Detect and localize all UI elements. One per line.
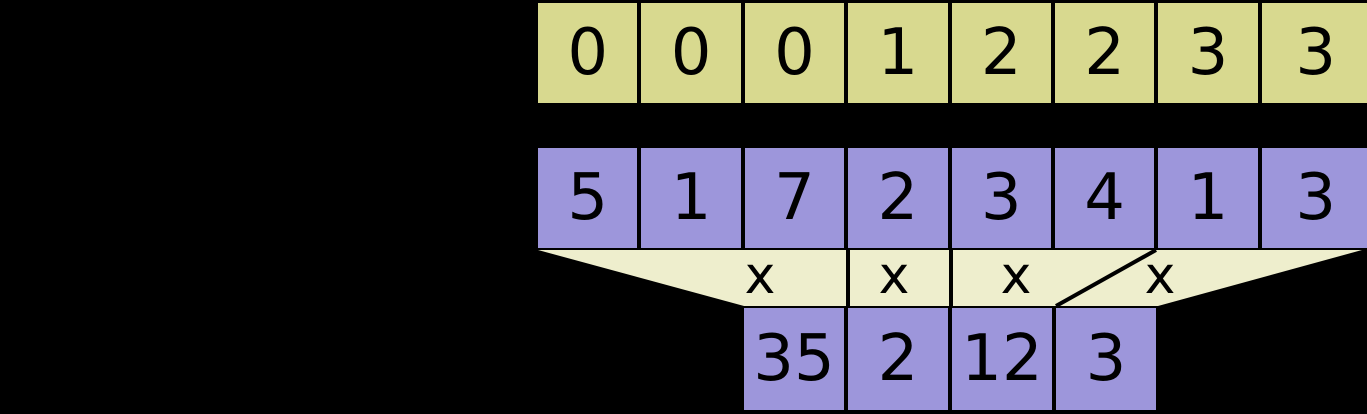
key-cell: 0 — [639, 1, 743, 105]
key-cell: 0 — [536, 1, 640, 105]
value-cell: 3 — [949, 146, 1053, 250]
value-cell: 2 — [846, 146, 950, 250]
result-cell: 2 — [846, 306, 950, 412]
multiply-operator: x — [745, 246, 776, 306]
value-cell: 5 — [536, 146, 640, 250]
key-cell: 2 — [1052, 1, 1157, 105]
value-cell: 4 — [1052, 146, 1157, 250]
value-cell: 1 — [639, 146, 743, 250]
multiply-operator: x — [1001, 246, 1032, 306]
results-row: 35 2 12 3 — [742, 306, 1158, 412]
funnel-shape — [538, 250, 1362, 306]
key-cell: 0 — [742, 1, 847, 105]
keys-row: 0 0 0 1 2 2 3 3 — [536, 1, 1367, 105]
multiply-operator: x — [879, 246, 910, 306]
key-cell: 3 — [1156, 1, 1260, 105]
key-cell: 1 — [846, 1, 950, 105]
result-cell: 35 — [742, 306, 846, 412]
values-row: 5 1 7 2 3 4 1 3 — [536, 146, 1367, 250]
funnel-divider — [1055, 248, 1157, 308]
key-cell: 3 — [1259, 1, 1367, 105]
multiply-operator: x — [1145, 246, 1176, 306]
result-cell: 3 — [1054, 306, 1158, 412]
value-cell: 3 — [1259, 146, 1367, 250]
result-cell: 12 — [950, 306, 1054, 412]
value-cell: 1 — [1156, 146, 1260, 250]
key-cell: 2 — [949, 1, 1053, 105]
value-cell: 7 — [742, 146, 847, 250]
